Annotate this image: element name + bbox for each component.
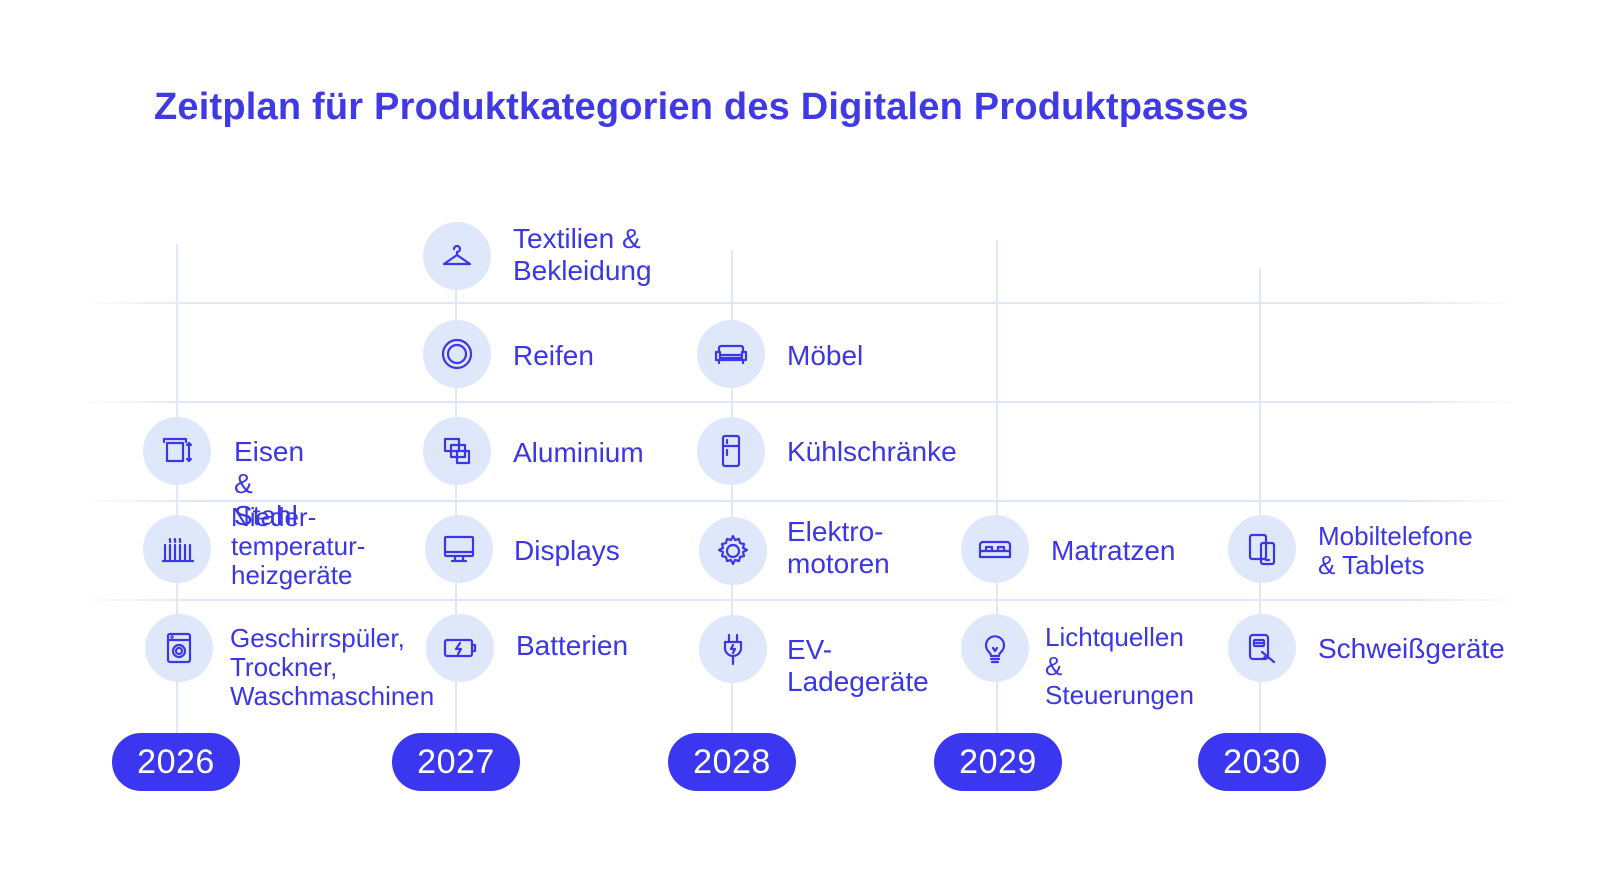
category-label: Mobiltelefone & Tablets bbox=[1318, 521, 1473, 580]
radiator-icon bbox=[143, 515, 211, 583]
grid-line bbox=[80, 500, 1520, 502]
year-line bbox=[731, 250, 733, 734]
category-label: EV- Ladegeräte bbox=[787, 634, 929, 697]
grid-line bbox=[80, 401, 1520, 403]
category-label: Kühlschränke bbox=[787, 436, 957, 467]
phone-tablet-icon bbox=[1228, 515, 1296, 583]
tire-icon bbox=[423, 320, 491, 388]
page-title: Zeitplan für Produktkategorien des Digit… bbox=[154, 86, 1249, 128]
monitor-icon bbox=[425, 515, 493, 583]
plug-icon bbox=[699, 615, 767, 683]
fridge-icon bbox=[697, 417, 765, 485]
grid-line bbox=[80, 302, 1520, 304]
year-badge-2028: 2028 bbox=[668, 733, 796, 791]
aluminium-icon bbox=[423, 417, 491, 485]
year-badge-2030: 2030 bbox=[1198, 733, 1326, 791]
washing-machine-icon bbox=[145, 614, 213, 682]
year-line bbox=[1259, 268, 1261, 734]
welding-icon bbox=[1228, 614, 1296, 682]
hanger-icon bbox=[423, 222, 491, 290]
year-badge-2027: 2027 bbox=[392, 733, 520, 791]
mattress-icon bbox=[961, 515, 1029, 583]
category-label: Matratzen bbox=[1051, 535, 1176, 566]
year-badge-2026: 2026 bbox=[112, 733, 240, 791]
category-label: Aluminium bbox=[513, 437, 644, 468]
category-label: Eisen & Stahl bbox=[234, 436, 305, 531]
year-badge-2029: 2029 bbox=[934, 733, 1062, 791]
category-label: Batterien bbox=[516, 630, 629, 661]
category-label: Textilien & Bekleidung bbox=[513, 223, 652, 286]
category-label: Reifen bbox=[513, 340, 594, 371]
category-label: Möbel bbox=[787, 340, 864, 371]
category-label: Geschirrspüler, Trockner, Waschmaschinen bbox=[230, 623, 435, 711]
category-label: Nieder- temperatur- heizgeräte bbox=[231, 502, 366, 590]
category-label: Elektro- motoren bbox=[787, 516, 890, 579]
year-line bbox=[996, 240, 998, 734]
battery-icon bbox=[426, 614, 494, 682]
category-label: Displays bbox=[514, 535, 620, 566]
category-label: Lichtquellen & Steuerungen bbox=[1045, 622, 1194, 710]
lightbulb-icon bbox=[961, 614, 1029, 682]
sofa-icon bbox=[697, 320, 765, 388]
grid-line bbox=[80, 599, 1520, 601]
category-label: Schweißgeräte bbox=[1318, 633, 1505, 664]
year-line bbox=[176, 244, 178, 734]
gear-icon bbox=[699, 517, 767, 585]
steel-beam-icon bbox=[143, 417, 211, 485]
